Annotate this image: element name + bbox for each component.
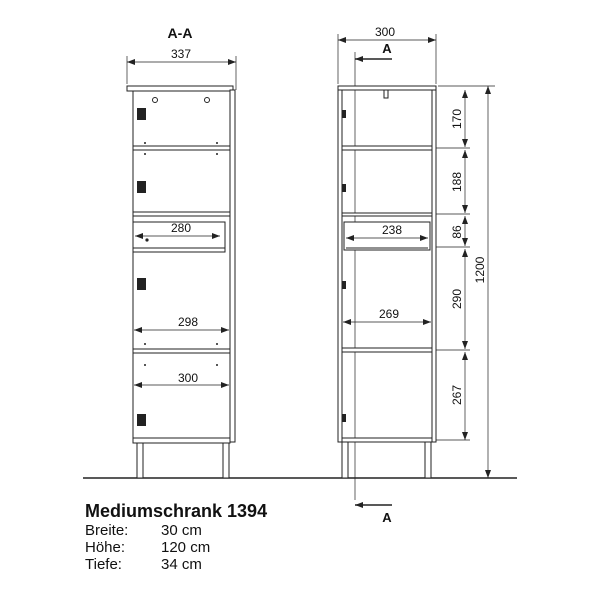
spec-value: 120 cm bbox=[161, 539, 211, 556]
hinge-icon bbox=[342, 110, 346, 422]
shelf bbox=[341, 145, 433, 151]
hinge-icon bbox=[137, 108, 146, 426]
dimension-inner-width: 269 bbox=[379, 307, 399, 321]
leg bbox=[222, 442, 230, 479]
spec-value: 30 cm bbox=[161, 522, 202, 539]
top-board bbox=[337, 85, 437, 91]
leg bbox=[136, 442, 144, 479]
front-view: 300 A A 238 269 bbox=[337, 25, 495, 525]
shelf bbox=[341, 212, 433, 217]
section-label: A-A bbox=[168, 25, 193, 41]
dimension-depth: 337 bbox=[171, 47, 191, 61]
shelf bbox=[341, 347, 433, 353]
section-marker-bottom: A bbox=[382, 510, 392, 525]
dimension-drawer-width: 238 bbox=[382, 223, 402, 237]
dimension-drawer-width: 280 bbox=[171, 221, 191, 235]
side-panel bbox=[431, 89, 437, 443]
spec-row: Breite: 30 cm bbox=[85, 522, 267, 539]
dimension-width: 300 bbox=[375, 25, 395, 39]
dimension-overall-height: 1200 bbox=[473, 256, 487, 283]
spec-row: Höhe: 120 cm bbox=[85, 539, 267, 556]
dimension-height-4: 290 bbox=[450, 289, 464, 309]
dimension-height-2: 188 bbox=[450, 172, 464, 192]
dimension-height-5: 267 bbox=[450, 385, 464, 405]
dimension-shelf-upper: 298 bbox=[178, 315, 198, 329]
leg bbox=[424, 441, 432, 479]
side-panel bbox=[337, 89, 343, 443]
dimension-shelf-lower: 300 bbox=[178, 371, 198, 385]
section-view: A-A 337 280 298 300 bbox=[126, 25, 237, 479]
shelf bbox=[132, 211, 231, 217]
shelf bbox=[132, 348, 231, 354]
section-marker-top: A bbox=[382, 41, 392, 56]
spec-label: Höhe: bbox=[85, 539, 126, 556]
spec-value: 34 cm bbox=[161, 556, 202, 573]
side-panel bbox=[229, 89, 236, 443]
bottom-board bbox=[132, 437, 231, 444]
spec-label: Breite: bbox=[85, 522, 129, 539]
dimension-height-1: 170 bbox=[450, 109, 464, 129]
spec-label: Tiefe: bbox=[85, 556, 122, 573]
product-info: Mediumschrank 1394 Breite: 30 cm Höhe: 120… bbox=[85, 500, 267, 573]
bottom-board bbox=[341, 437, 433, 443]
top-board bbox=[126, 85, 234, 92]
product-title: Mediumschrank 1394 bbox=[85, 501, 268, 521]
dimension-height-3: 86 bbox=[450, 225, 464, 239]
shelf bbox=[132, 145, 231, 151]
spec-row: Tiefe: 34 cm bbox=[85, 556, 267, 573]
leg bbox=[341, 441, 349, 479]
